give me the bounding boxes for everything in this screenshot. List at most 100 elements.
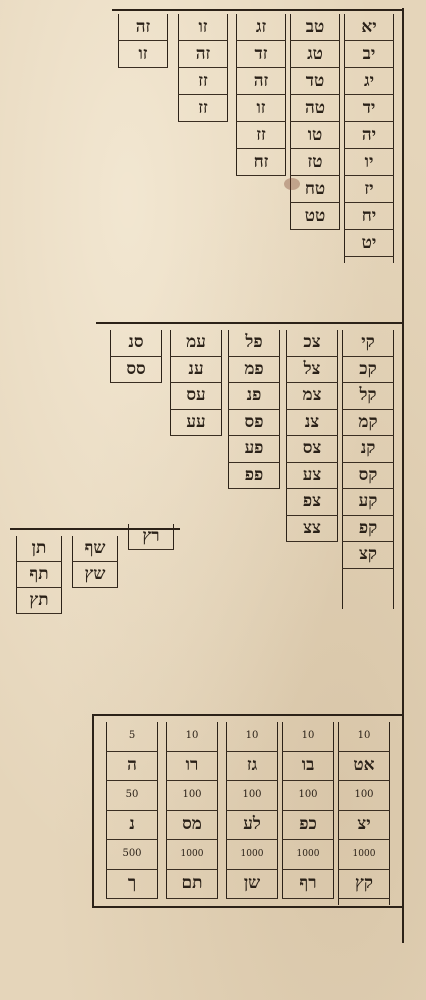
table-cell: צס	[286, 436, 338, 463]
table-rule	[92, 714, 404, 716]
table-cell: תן	[16, 536, 62, 562]
table-cell: 1000	[282, 840, 334, 870]
table-cell: פפ	[228, 463, 280, 489]
table-cell: ך	[106, 870, 158, 899]
table-cell: 1000	[226, 840, 278, 870]
table-cell: רו	[166, 752, 218, 781]
table-cell: 100	[166, 781, 218, 811]
table-rule	[10, 528, 180, 530]
table-cell: סנ	[110, 330, 162, 357]
table-cell: 500	[106, 840, 158, 870]
table-cell: תף	[16, 562, 62, 588]
table-rule	[96, 322, 404, 324]
table-cell: טד	[290, 68, 340, 95]
table2-column	[286, 330, 338, 542]
table-cell: זז	[178, 68, 228, 95]
table-cell: פנ	[228, 383, 280, 410]
table-cell: רף	[282, 870, 334, 899]
table-cell: טו	[290, 122, 340, 149]
table4-column	[226, 722, 278, 899]
table1-column	[118, 14, 168, 68]
table-cell: צל	[286, 357, 338, 383]
table-cell: צמ	[286, 383, 338, 410]
table-cell: צכ	[286, 330, 338, 357]
table-cell: זז	[236, 122, 286, 149]
table-cell: יט	[344, 230, 394, 257]
table-cell: ענ	[170, 357, 222, 383]
table-cell: עע	[170, 410, 222, 436]
table-cell: 10	[282, 722, 334, 752]
table-cell: רץ	[128, 524, 174, 550]
table3-column	[128, 524, 174, 550]
table-cell: טה	[290, 95, 340, 122]
table-cell: תץ	[16, 588, 62, 614]
table-rule	[92, 906, 404, 908]
table-cell: קכ	[342, 357, 394, 383]
table-cell: פע	[228, 436, 280, 463]
table-cell: צע	[286, 463, 338, 489]
table-rule	[92, 714, 94, 908]
table-cell: עס	[170, 383, 222, 410]
table-rule	[112, 9, 404, 11]
table-cell: 100	[226, 781, 278, 811]
table1-column	[178, 14, 228, 122]
table-cell: מס	[166, 811, 218, 840]
table2-column	[228, 330, 280, 489]
table-cell: טג	[290, 41, 340, 68]
table-cell: יצ	[338, 811, 390, 840]
bleed-through-text	[0, 640, 426, 662]
table-cell: קץ	[338, 870, 390, 899]
table1-column	[344, 14, 394, 263]
table-cell: זח	[236, 149, 286, 176]
table2-column	[110, 330, 162, 383]
table-cell: עמ	[170, 330, 222, 357]
table-cell: פס	[228, 410, 280, 436]
table-cell: צפ	[286, 489, 338, 516]
table3-column	[72, 536, 118, 588]
table-cell: 10	[226, 722, 278, 752]
table-cell: יו	[344, 149, 394, 176]
bleed-through-text	[0, 946, 426, 968]
bleed-through-text	[0, 300, 426, 322]
table-cell: סס	[110, 357, 162, 383]
table-cell: קס	[342, 463, 394, 489]
table-cell: 5	[106, 722, 158, 752]
table-cell: טב	[290, 14, 340, 41]
table-cell: 10	[166, 722, 218, 752]
table-cell: כפ	[282, 811, 334, 840]
table-cell: בו	[282, 752, 334, 781]
table-cell: זה	[118, 14, 168, 41]
table-cell: צצ	[286, 516, 338, 542]
table-cell: קמ	[342, 410, 394, 436]
ink-blot	[284, 178, 300, 190]
table-cell: אט	[338, 752, 390, 781]
table-cell: גז	[226, 752, 278, 781]
table-cell: 50	[106, 781, 158, 811]
table-cell: קנ	[342, 436, 394, 463]
table-cell: יח	[344, 203, 394, 230]
table1-column	[290, 14, 340, 230]
table-cell: תם	[166, 870, 218, 899]
table-cell: זה	[236, 68, 286, 95]
table-cell: יז	[344, 176, 394, 203]
right-margin-rule	[402, 8, 404, 943]
table-cell: 100	[338, 781, 390, 811]
bleed-through-text	[0, 260, 426, 282]
table-cell: 1000	[166, 840, 218, 870]
table-cell: זד	[236, 41, 286, 68]
table-cell: יא	[344, 14, 394, 41]
table-cell: זו	[118, 41, 168, 68]
table-cell: טט	[290, 203, 340, 230]
table-cell: פמ	[228, 357, 280, 383]
table1-column	[236, 14, 286, 176]
bleed-through-text	[0, 684, 426, 706]
table-cell: ה	[106, 752, 158, 781]
table-cell: יב	[344, 41, 394, 68]
table-cell: קי	[342, 330, 394, 357]
table-cell: זג	[236, 14, 286, 41]
table-cell: טז	[290, 149, 340, 176]
table2-column	[170, 330, 222, 436]
table-cell: זו	[236, 95, 286, 122]
table-cell: שץ	[72, 562, 118, 588]
